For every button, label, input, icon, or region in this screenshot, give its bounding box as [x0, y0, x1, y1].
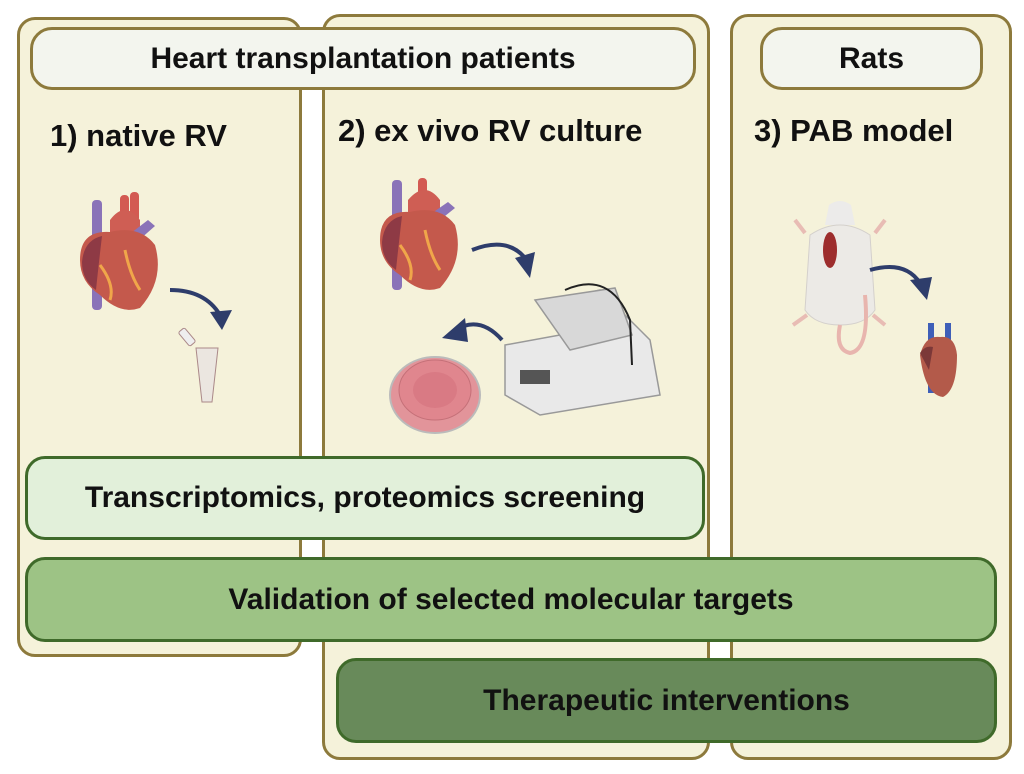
step-screening: Transcriptomics, proteomics screening: [25, 456, 705, 540]
panel-native-rv: [17, 17, 302, 657]
arrow-icon: [169, 288, 222, 317]
step-validation: Validation of selected molecular targets: [25, 557, 997, 642]
sample-tube-icon: [178, 327, 219, 403]
model-title-pab: 3) PAB model: [754, 113, 954, 148]
arrow-head: [910, 277, 932, 300]
ex-vivo-illustration: [380, 178, 661, 434]
rat-icon: [791, 201, 887, 356]
native-rv-illustration: [80, 192, 232, 403]
model-title-ex-vivo: 2) ex vivo RV culture: [338, 113, 643, 148]
rat-heart-icon: [920, 323, 957, 397]
heart-icon: [80, 192, 158, 310]
heart-icon: [380, 178, 458, 290]
arrow-head: [210, 310, 232, 330]
group-header-human: Heart transplantation patients: [30, 27, 696, 90]
step-therapeutic-interventions: Therapeutic interventions: [336, 658, 997, 743]
model-title-native-rv: 1) native RV: [50, 118, 227, 153]
arrow-head: [442, 318, 468, 342]
petri-dish-icon: [389, 356, 481, 434]
arrow-head: [515, 252, 535, 278]
group-header-rats: Rats: [760, 27, 983, 90]
pab-illustration: [791, 201, 957, 397]
vibratome-icon: [504, 283, 661, 416]
